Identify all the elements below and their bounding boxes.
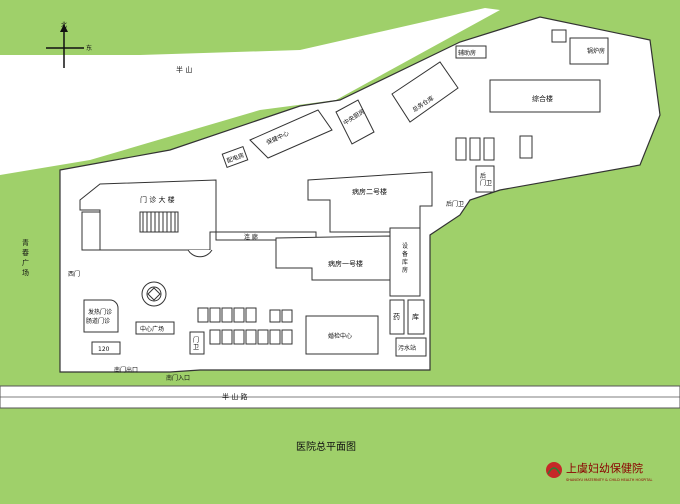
storage-label: 库 bbox=[412, 312, 419, 321]
ward2-label: 病房二号楼 bbox=[352, 187, 387, 196]
sunroom-label: 辅助房 bbox=[458, 49, 476, 57]
fever-clinic-building bbox=[83, 299, 119, 333]
electric-building bbox=[221, 146, 249, 168]
outpatient-canopy bbox=[187, 249, 213, 258]
qingchun-label-4: 场 bbox=[22, 268, 29, 277]
boiler-annex bbox=[551, 29, 567, 43]
fever-label-2: 肠道门诊 bbox=[86, 317, 110, 325]
qingchun-plaza-label: 青 春 广 场 bbox=[22, 238, 31, 277]
pharmacy-building bbox=[389, 299, 405, 335]
road-label-banshan: 半 山 bbox=[176, 65, 192, 74]
sunroom-building bbox=[455, 45, 487, 59]
logo-emblem-icon bbox=[546, 462, 562, 478]
map-title: 医院总平面图 bbox=[296, 440, 356, 453]
rear-guard-room-label-1: 后 bbox=[480, 172, 486, 180]
outpatient-label: 门 诊 大 楼 bbox=[140, 195, 175, 204]
plaza-fountain-icon bbox=[147, 287, 161, 301]
boiler-label: 锅炉房 bbox=[587, 47, 605, 55]
stair-hatching bbox=[139, 211, 179, 233]
equipment-label-4: 房 bbox=[402, 266, 408, 274]
hospital-logo: 上虞妇幼保健院 SHANGYU MATERNITY & CHILD HEALTH… bbox=[546, 461, 652, 482]
emergency-120-label: 120 bbox=[98, 346, 110, 353]
compass: 北 东 bbox=[46, 21, 92, 68]
health-center-building bbox=[249, 109, 333, 159]
central-plaza-box bbox=[135, 321, 175, 335]
aux-block-1 bbox=[455, 137, 467, 161]
guard-label-1: 门 bbox=[193, 336, 199, 344]
ward1-label: 病房一号楼 bbox=[328, 259, 363, 268]
corridor-label: 连 廊 bbox=[244, 233, 258, 241]
sewage-label: 污水站 bbox=[398, 344, 416, 352]
sewage-building bbox=[395, 337, 427, 357]
boiler-building bbox=[569, 37, 609, 65]
north-arrow-icon bbox=[60, 24, 68, 32]
medical-exam-label: 婚检中心 bbox=[328, 332, 352, 340]
equipment-building bbox=[389, 227, 421, 297]
rear-guard-room-label: 后 门卫 bbox=[480, 172, 492, 187]
logo-name: 上虞妇幼保健院 bbox=[566, 461, 643, 475]
qingchun-label-1: 青 bbox=[22, 238, 29, 247]
storage-building bbox=[407, 299, 425, 335]
emergency-120-box bbox=[91, 341, 121, 355]
aux-block-4 bbox=[519, 135, 533, 159]
general-building bbox=[489, 79, 601, 113]
equipment-label-3: 库 bbox=[402, 258, 408, 266]
logistics-building bbox=[391, 61, 459, 123]
fever-clinic-label: 发热门诊 肠道门诊 bbox=[86, 308, 114, 325]
south-exit-label: 南门出口 bbox=[114, 366, 138, 374]
parking-row-1 bbox=[197, 307, 293, 323]
general-label: 综合楼 bbox=[532, 94, 553, 103]
aux-block-3 bbox=[483, 137, 495, 161]
guard-label: 门 卫 bbox=[193, 336, 201, 351]
rear-gate-label: 后门卫 bbox=[446, 200, 464, 208]
west-gate-label: 西门 bbox=[68, 270, 80, 278]
fever-label-1: 发热门诊 bbox=[88, 308, 112, 316]
rear-guard-room-label-2: 门卫 bbox=[480, 179, 492, 187]
compass-north: 北 bbox=[61, 21, 67, 29]
guard-room bbox=[189, 331, 205, 355]
banshan-upper-road bbox=[0, 8, 500, 175]
medical-exam-building bbox=[305, 315, 379, 355]
equipment-label: 设 备 库 房 bbox=[402, 242, 410, 274]
compass-east: 东 bbox=[86, 44, 92, 52]
logo-english: SHANGYU MATERNITY & CHILD HEALTH HOSPITA… bbox=[566, 478, 652, 482]
equipment-label-2: 备 bbox=[402, 250, 408, 258]
qingchun-label-3: 广 bbox=[22, 258, 29, 267]
guard-label-2: 卫 bbox=[193, 344, 199, 351]
central-plaza-label: 中心广场 bbox=[140, 325, 164, 333]
qingchun-label-2: 春 bbox=[22, 248, 29, 257]
pharmacy-label: 药 bbox=[393, 312, 400, 321]
parking-row-2 bbox=[209, 329, 293, 345]
outpatient-west-wing bbox=[81, 211, 101, 251]
aux-block-2 bbox=[469, 137, 481, 161]
rear-guard-room bbox=[475, 165, 495, 193]
kitchen-building bbox=[335, 99, 375, 145]
corridor bbox=[215, 231, 317, 241]
south-entry-label: 南门入口 bbox=[166, 374, 190, 382]
road-label-banshan-road: 半 山 路 bbox=[222, 392, 247, 401]
equipment-label-1: 设 bbox=[402, 242, 408, 250]
